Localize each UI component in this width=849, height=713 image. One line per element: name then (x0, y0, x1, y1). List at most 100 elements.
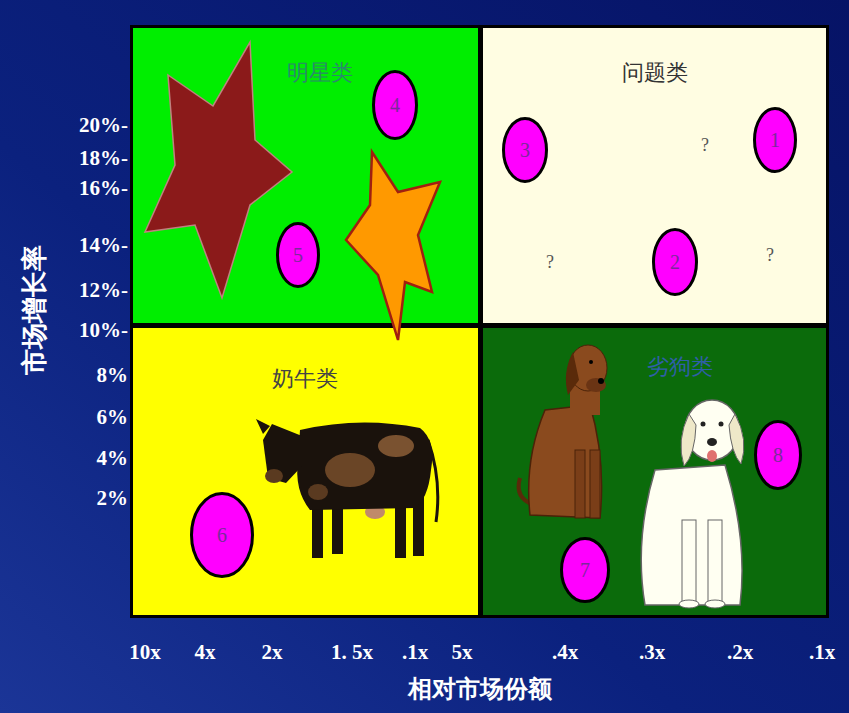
axis-tick: 2% (97, 486, 129, 510)
bubble-number: 1 (770, 129, 780, 151)
dog-leg (682, 520, 696, 604)
axis-tick: 20%- (79, 113, 128, 137)
label-holder: 2x (262, 640, 283, 664)
product-bubble: 7 (560, 537, 610, 603)
label-holder: .2x (727, 640, 753, 664)
bubble-number: 3 (520, 139, 530, 161)
axis-tick: 8% (97, 363, 129, 387)
dog-muzzle (586, 378, 606, 392)
axis-title: 相对市场份额 (408, 676, 552, 704)
question-mark: ? (701, 135, 709, 156)
bubble-shape (504, 119, 547, 182)
label-holder: 10x (129, 640, 161, 664)
star-symbol (145, 42, 292, 298)
axis-tick: 12%- (79, 278, 128, 302)
label-holder: 6% (97, 405, 129, 429)
bubble-shape (562, 539, 609, 602)
quadrant-fill (133, 328, 478, 615)
axis-title: 市场增长率 (20, 245, 50, 375)
question-mark: ? (766, 245, 774, 266)
axis-tick: .1x (402, 640, 428, 664)
dog-body (529, 405, 602, 518)
axis-tick: 4x (195, 640, 216, 664)
label-holder: 5x (452, 640, 473, 664)
dog-eye (719, 422, 724, 427)
dog-paw (679, 600, 699, 608)
dog-leg (708, 520, 722, 604)
axis-tick: .4x (552, 640, 578, 664)
label-holder: 12%- (79, 278, 128, 302)
axis-tick: 2x (262, 640, 283, 664)
label-holder: 14%- (79, 233, 128, 257)
product-bubble: 1 (753, 107, 797, 173)
label-holder: 10%- (79, 318, 128, 342)
label-holder: ? (701, 135, 709, 156)
axis-tick: .1x (809, 640, 835, 664)
label-holder: 18%- (79, 146, 128, 170)
product-bubble: 4 (372, 70, 418, 140)
dog-body (641, 465, 742, 605)
label-holder: ? (766, 245, 774, 266)
dog-eye (701, 422, 706, 427)
product-bubble: 3 (502, 117, 548, 183)
bubble-number: 7 (580, 559, 590, 581)
grid-frame (130, 25, 829, 618)
product-bubble: 6 (190, 492, 254, 578)
axis-tick: 14%- (79, 233, 128, 257)
label-holder: .1x (809, 640, 835, 664)
cow-muzzle (265, 469, 283, 483)
label-holder: 4x (195, 640, 216, 664)
dog-ear (681, 414, 696, 466)
axis-tick: 1. 5x (331, 640, 373, 664)
cow-body (297, 422, 432, 510)
bubble-shape (654, 230, 697, 295)
axis-tick: 6% (97, 405, 129, 429)
cow-head (263, 424, 302, 483)
cow-picture (256, 419, 438, 558)
label-holder: 4% (97, 446, 129, 470)
quadrant-fill (483, 328, 826, 615)
product-bubble: 5 (276, 222, 320, 288)
label-holder: 20%- (79, 113, 128, 137)
dog-ear (566, 352, 579, 395)
dog-eye (589, 360, 593, 364)
axis-tick: 4% (97, 446, 129, 470)
label-holder: .4x (552, 640, 578, 664)
dog-ear (729, 414, 744, 464)
dog-picture (641, 400, 744, 608)
quadrant-region: 明星类 4 5 (133, 28, 478, 323)
cow-patch (308, 484, 328, 500)
label-holder: ? (546, 252, 554, 273)
cow-leg (395, 500, 406, 558)
axis-tick: 5x (452, 640, 473, 664)
quadrant-title: 问题类 (622, 60, 688, 86)
dog-picture (519, 345, 607, 518)
cow-patch (378, 435, 414, 457)
bubble-number: 6 (217, 524, 227, 546)
quadrant-title: 明星类 (287, 60, 353, 86)
quadrant-region: 奶牛类 6 (133, 328, 478, 615)
dog-paw (705, 600, 725, 608)
quadrant-title: 奶牛类 (272, 366, 338, 392)
axis-tick: 10x (129, 640, 161, 664)
question-mark: ? (546, 252, 554, 273)
star-symbol (346, 152, 440, 340)
label-holder: 16%- (79, 176, 128, 200)
product-bubble: 2 (652, 228, 698, 296)
label-holder: .1x (402, 640, 428, 664)
label-holder: 1. 5x (331, 640, 373, 664)
label-holder: .3x (639, 640, 665, 664)
dog-nose (707, 438, 717, 446)
dog-leg (575, 450, 585, 518)
axis-tick: 16%- (79, 176, 128, 200)
dog-tongue (707, 450, 717, 462)
dog-nose (598, 378, 604, 384)
bubble-number: 4 (390, 94, 400, 116)
bubble-number: 8 (773, 444, 783, 466)
label-holder: 8% (97, 363, 129, 387)
product-bubble: 8 (754, 420, 802, 490)
